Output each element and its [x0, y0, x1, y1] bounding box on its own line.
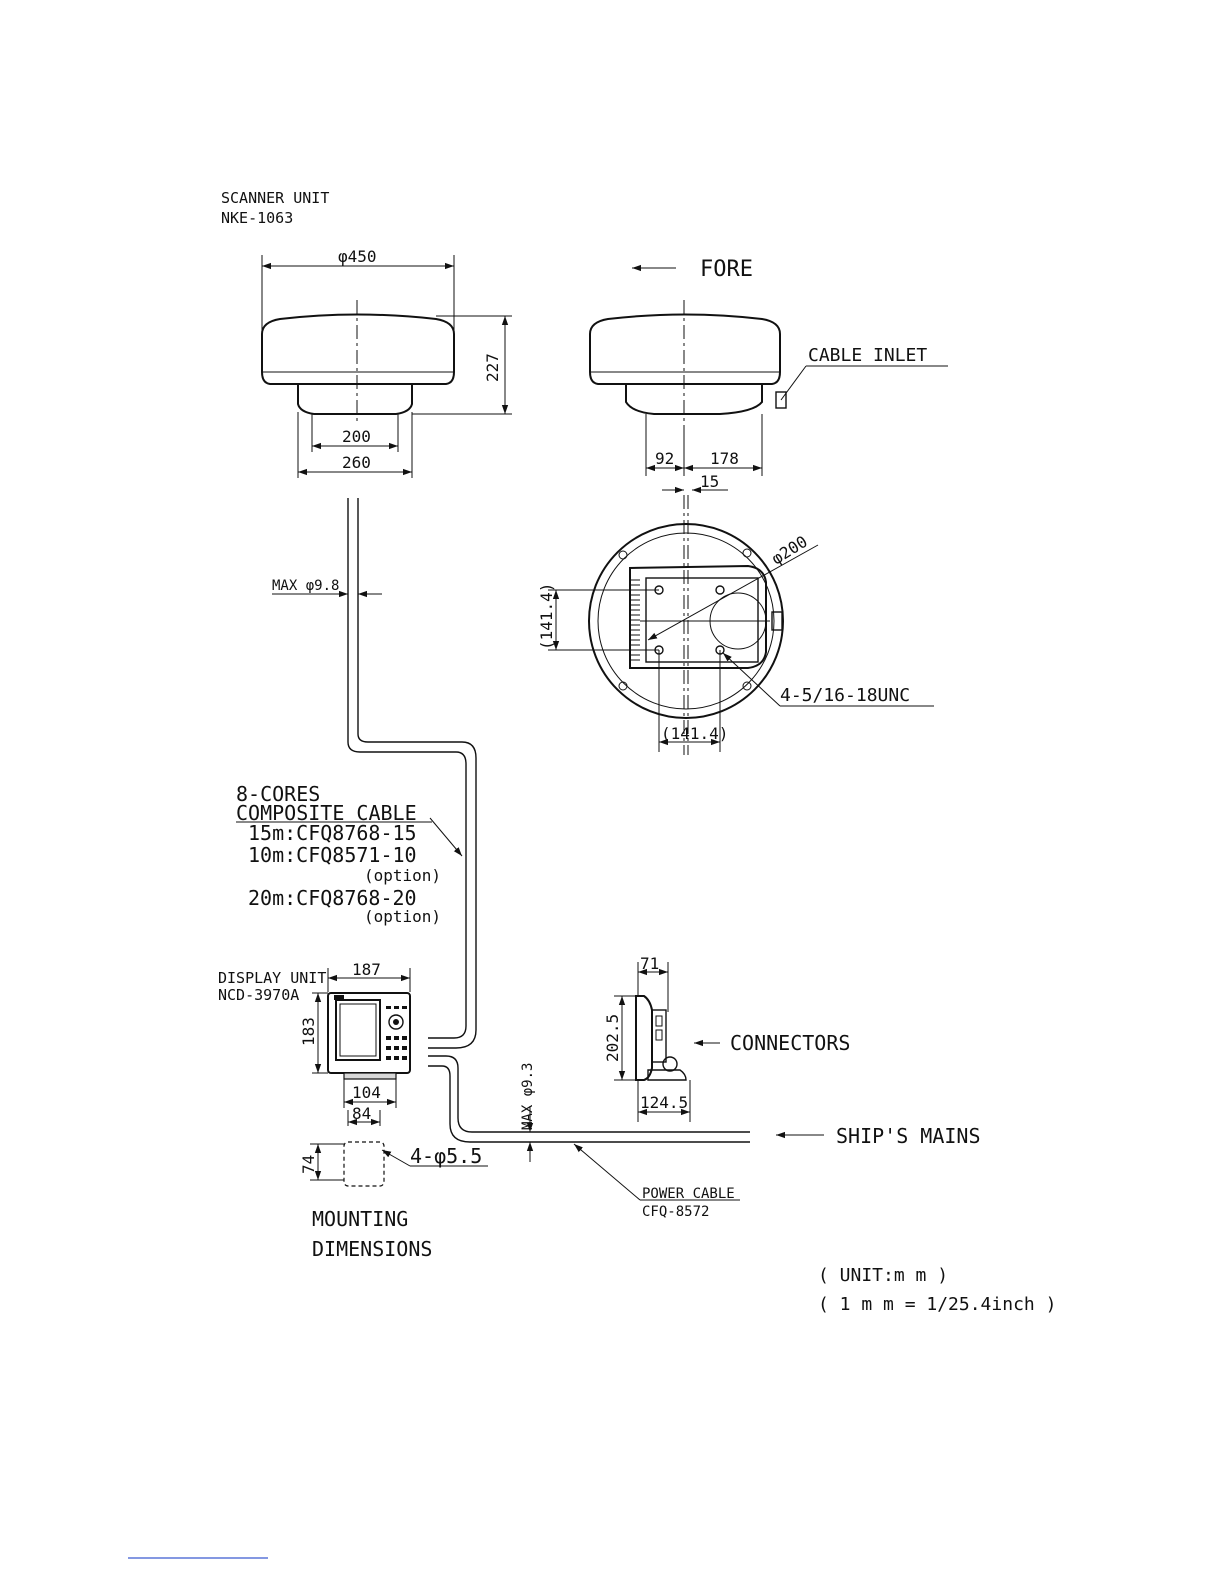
- display-model: NCD-3970A: [218, 986, 299, 1004]
- composite-cable: MAX φ9.8 8-CORES COMPOSITE CABLE 15m:CFQ…: [236, 498, 477, 1049]
- mount-holes: 4-φ5.5: [410, 1144, 482, 1168]
- dim-92: 92: [655, 449, 674, 468]
- dim-84: 84: [352, 1104, 371, 1123]
- dim-187: 187: [352, 960, 381, 979]
- dim-202-5: 202.5: [603, 1014, 622, 1062]
- units-conversion: ( 1 m m = 1/25.4inch ): [818, 1294, 1056, 1315]
- cable-option-20m: 20m:CFQ8768-20: [248, 886, 417, 910]
- display-unit-front: DISPLAY UNIT NCD-3970A 187 183 104: [218, 960, 411, 1126]
- scanner-bottom-view: 15: [537, 472, 934, 755]
- dim-104: 104: [352, 1083, 381, 1102]
- scanner-side-view: FORE CABLE INLET 92 178: [589, 257, 948, 476]
- dim-71: 71: [640, 954, 659, 973]
- scanner-title: SCANNER UNIT: [221, 189, 329, 207]
- dim-124-5: 124.5: [640, 1093, 688, 1112]
- max-cable-9-8: MAX φ9.8: [272, 578, 339, 594]
- dim-227: 227: [483, 353, 502, 382]
- dim-15: 15: [700, 472, 719, 491]
- max-cable-9-3: MAX φ9.3: [520, 1063, 536, 1130]
- display-title: DISPLAY UNIT: [218, 969, 326, 987]
- cable-cores: 8-CORES: [236, 782, 320, 806]
- cable-type: COMPOSITE CABLE: [236, 801, 417, 825]
- mounting-label-1: MOUNTING: [312, 1207, 408, 1231]
- dim-141-vertical: (141.4): [537, 583, 556, 650]
- dim-183: 183: [299, 1017, 318, 1046]
- dim-phi-200: φ200: [768, 532, 811, 569]
- cable-option-10m: 10m:CFQ8571-10: [248, 843, 417, 867]
- dim-178: 178: [710, 449, 739, 468]
- scanner-front-view: SCANNER UNIT NKE-1063 φ450 227 200 260: [221, 189, 512, 478]
- units-note: ( UNIT:m m ) ( 1 m m = 1/25.4inch ): [818, 1265, 1056, 1315]
- connectors-label: CONNECTORS: [730, 1031, 850, 1055]
- units-label: ( UNIT:m m ): [818, 1265, 948, 1286]
- mounting-label-2: DIMENSIONS: [312, 1237, 432, 1261]
- power-cable-label: POWER CABLE: [642, 1186, 735, 1202]
- display-side-view: 71 202.5 124.5 CONNECTORS: [603, 954, 850, 1122]
- power-cable: MAX φ9.3 SHIP'S MAINS POWER CABLE CFQ-85…: [428, 1055, 981, 1220]
- mounting-footprint: 74 4-φ5.5 MOUNTING DIMENSIONS: [299, 1141, 488, 1261]
- cable-inlet-label: CABLE INLET: [808, 345, 927, 366]
- cable-option-15m: 15m:CFQ8768-15: [248, 821, 417, 845]
- dim-200: 200: [342, 427, 371, 446]
- cable-option-10m-note: (option): [364, 866, 441, 885]
- dim-450: φ450: [338, 247, 377, 266]
- dim-260: 260: [342, 453, 371, 472]
- scanner-model: NKE-1063: [221, 209, 293, 227]
- dim-74: 74: [299, 1155, 318, 1174]
- ships-mains-label: SHIP'S MAINS: [836, 1124, 981, 1148]
- bolt-spec: 4-5/16-18UNC: [780, 685, 910, 706]
- fore-label: FORE: [700, 257, 753, 282]
- cable-option-20m-note: (option): [364, 907, 441, 926]
- dim-141-horizontal: (141.4): [661, 724, 728, 743]
- power-cable-model: CFQ-8572: [642, 1204, 709, 1220]
